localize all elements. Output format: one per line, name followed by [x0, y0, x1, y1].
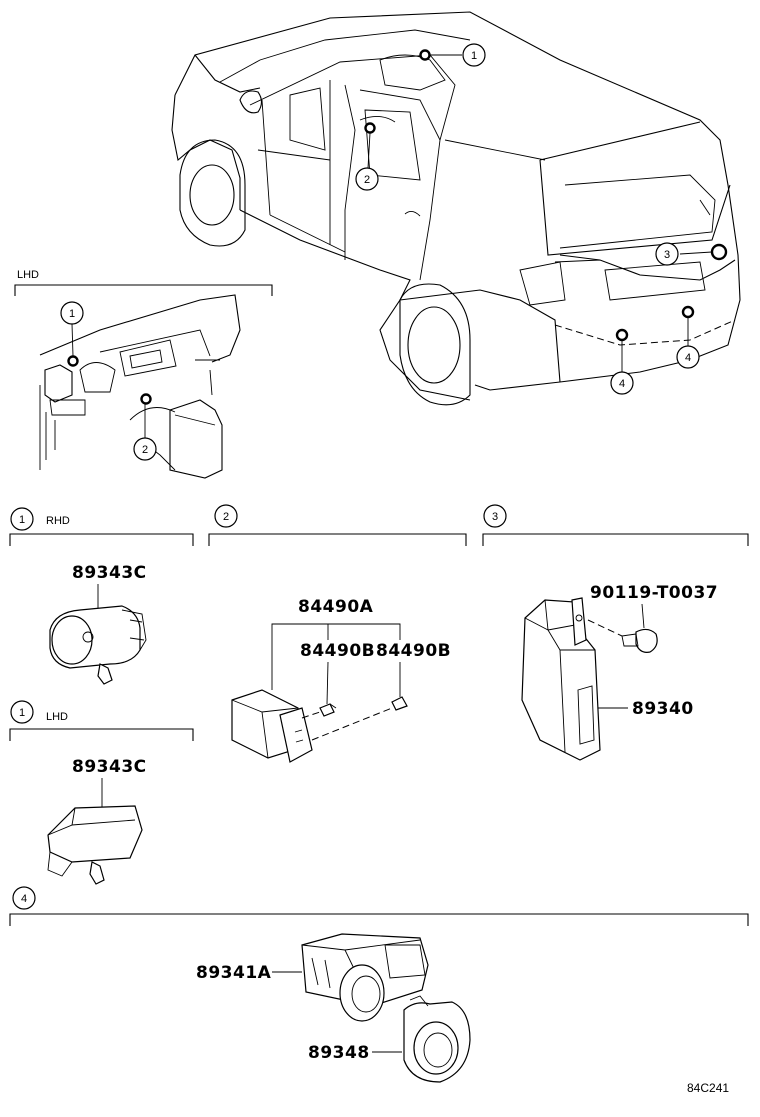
ecu-89340 [521, 597, 601, 761]
callout-4a-vehicle: 4 [610, 371, 634, 395]
bulb-84490b-2 [391, 696, 408, 711]
part-89343c-lhd-label: 89343C [72, 757, 147, 777]
svg-text:1: 1 [69, 308, 75, 320]
callout-1-vehicle: 1 [462, 43, 486, 67]
location-dot-4b [681, 305, 695, 319]
section-4: 4 89341A 89348 84C241 [9, 886, 749, 1095]
location-dot-1 [419, 49, 431, 61]
location-dot-3 [710, 243, 728, 261]
bolt-90119 [621, 628, 658, 653]
switch-84490a [231, 689, 393, 763]
svg-text:2: 2 [223, 511, 229, 523]
part-84490a-label: 84490A [298, 597, 374, 617]
part-84490b-label-1: 84490B [300, 641, 375, 661]
lhd-inset-label: LHD [17, 269, 39, 281]
svg-text:4: 4 [685, 352, 691, 364]
svg-text:3: 3 [492, 511, 498, 523]
location-dot-4a [615, 328, 629, 342]
svg-text:3: 3 [664, 249, 670, 261]
svg-text:2: 2 [142, 444, 148, 456]
callout-4b-vehicle: 4 [676, 345, 700, 369]
lhd-inset: LHD 1 2 [14, 269, 273, 479]
svg-text:4: 4 [21, 893, 27, 905]
bulb-84490b-1 [319, 703, 337, 717]
section-3: 3 90119-T0037 89340 [482, 504, 749, 761]
part-89348-label: 89348 [308, 1043, 370, 1063]
svg-text:1: 1 [19, 707, 25, 719]
vehicle-illustration: 1 2 3 4 4 [171, 11, 741, 406]
svg-text:4: 4 [619, 378, 625, 390]
lhd-location-dot-2 [140, 393, 152, 405]
bezel-89348 [403, 995, 471, 1083]
section-1-lhd: 1 LHD 89343C [9, 700, 194, 885]
part-89340-label: 89340 [632, 699, 694, 719]
callout-2-lhd-inset: 2 [133, 437, 157, 461]
svg-text:1: 1 [471, 50, 477, 62]
lhd-location-dot-1 [67, 355, 79, 367]
callout-1-lhd-inset: 1 [60, 301, 84, 325]
sensor-89341a [301, 933, 429, 1022]
section-1-rhd: 1 RHD 89343C [9, 507, 194, 685]
callout-3-vehicle: 3 [655, 242, 679, 266]
lhd-section-label: LHD [46, 711, 68, 723]
part-84490b-label-2: 84490B [376, 641, 451, 661]
location-dot-2 [364, 122, 376, 134]
switch-89343c-lhd [47, 805, 143, 885]
figure-code: 84C241 [687, 1081, 729, 1095]
part-89343c-rhd-label: 89343C [72, 563, 147, 583]
part-89341a-label: 89341A [196, 963, 272, 983]
section-2: 2 84490A 84490B 84490B [208, 504, 467, 763]
callout-2-vehicle: 2 [355, 167, 379, 191]
svg-text:2: 2 [364, 174, 370, 186]
svg-text:1: 1 [19, 514, 25, 526]
switch-89343c-rhd [49, 605, 147, 685]
rhd-label: RHD [46, 515, 70, 527]
part-90119-label: 90119-T0037 [590, 583, 718, 603]
